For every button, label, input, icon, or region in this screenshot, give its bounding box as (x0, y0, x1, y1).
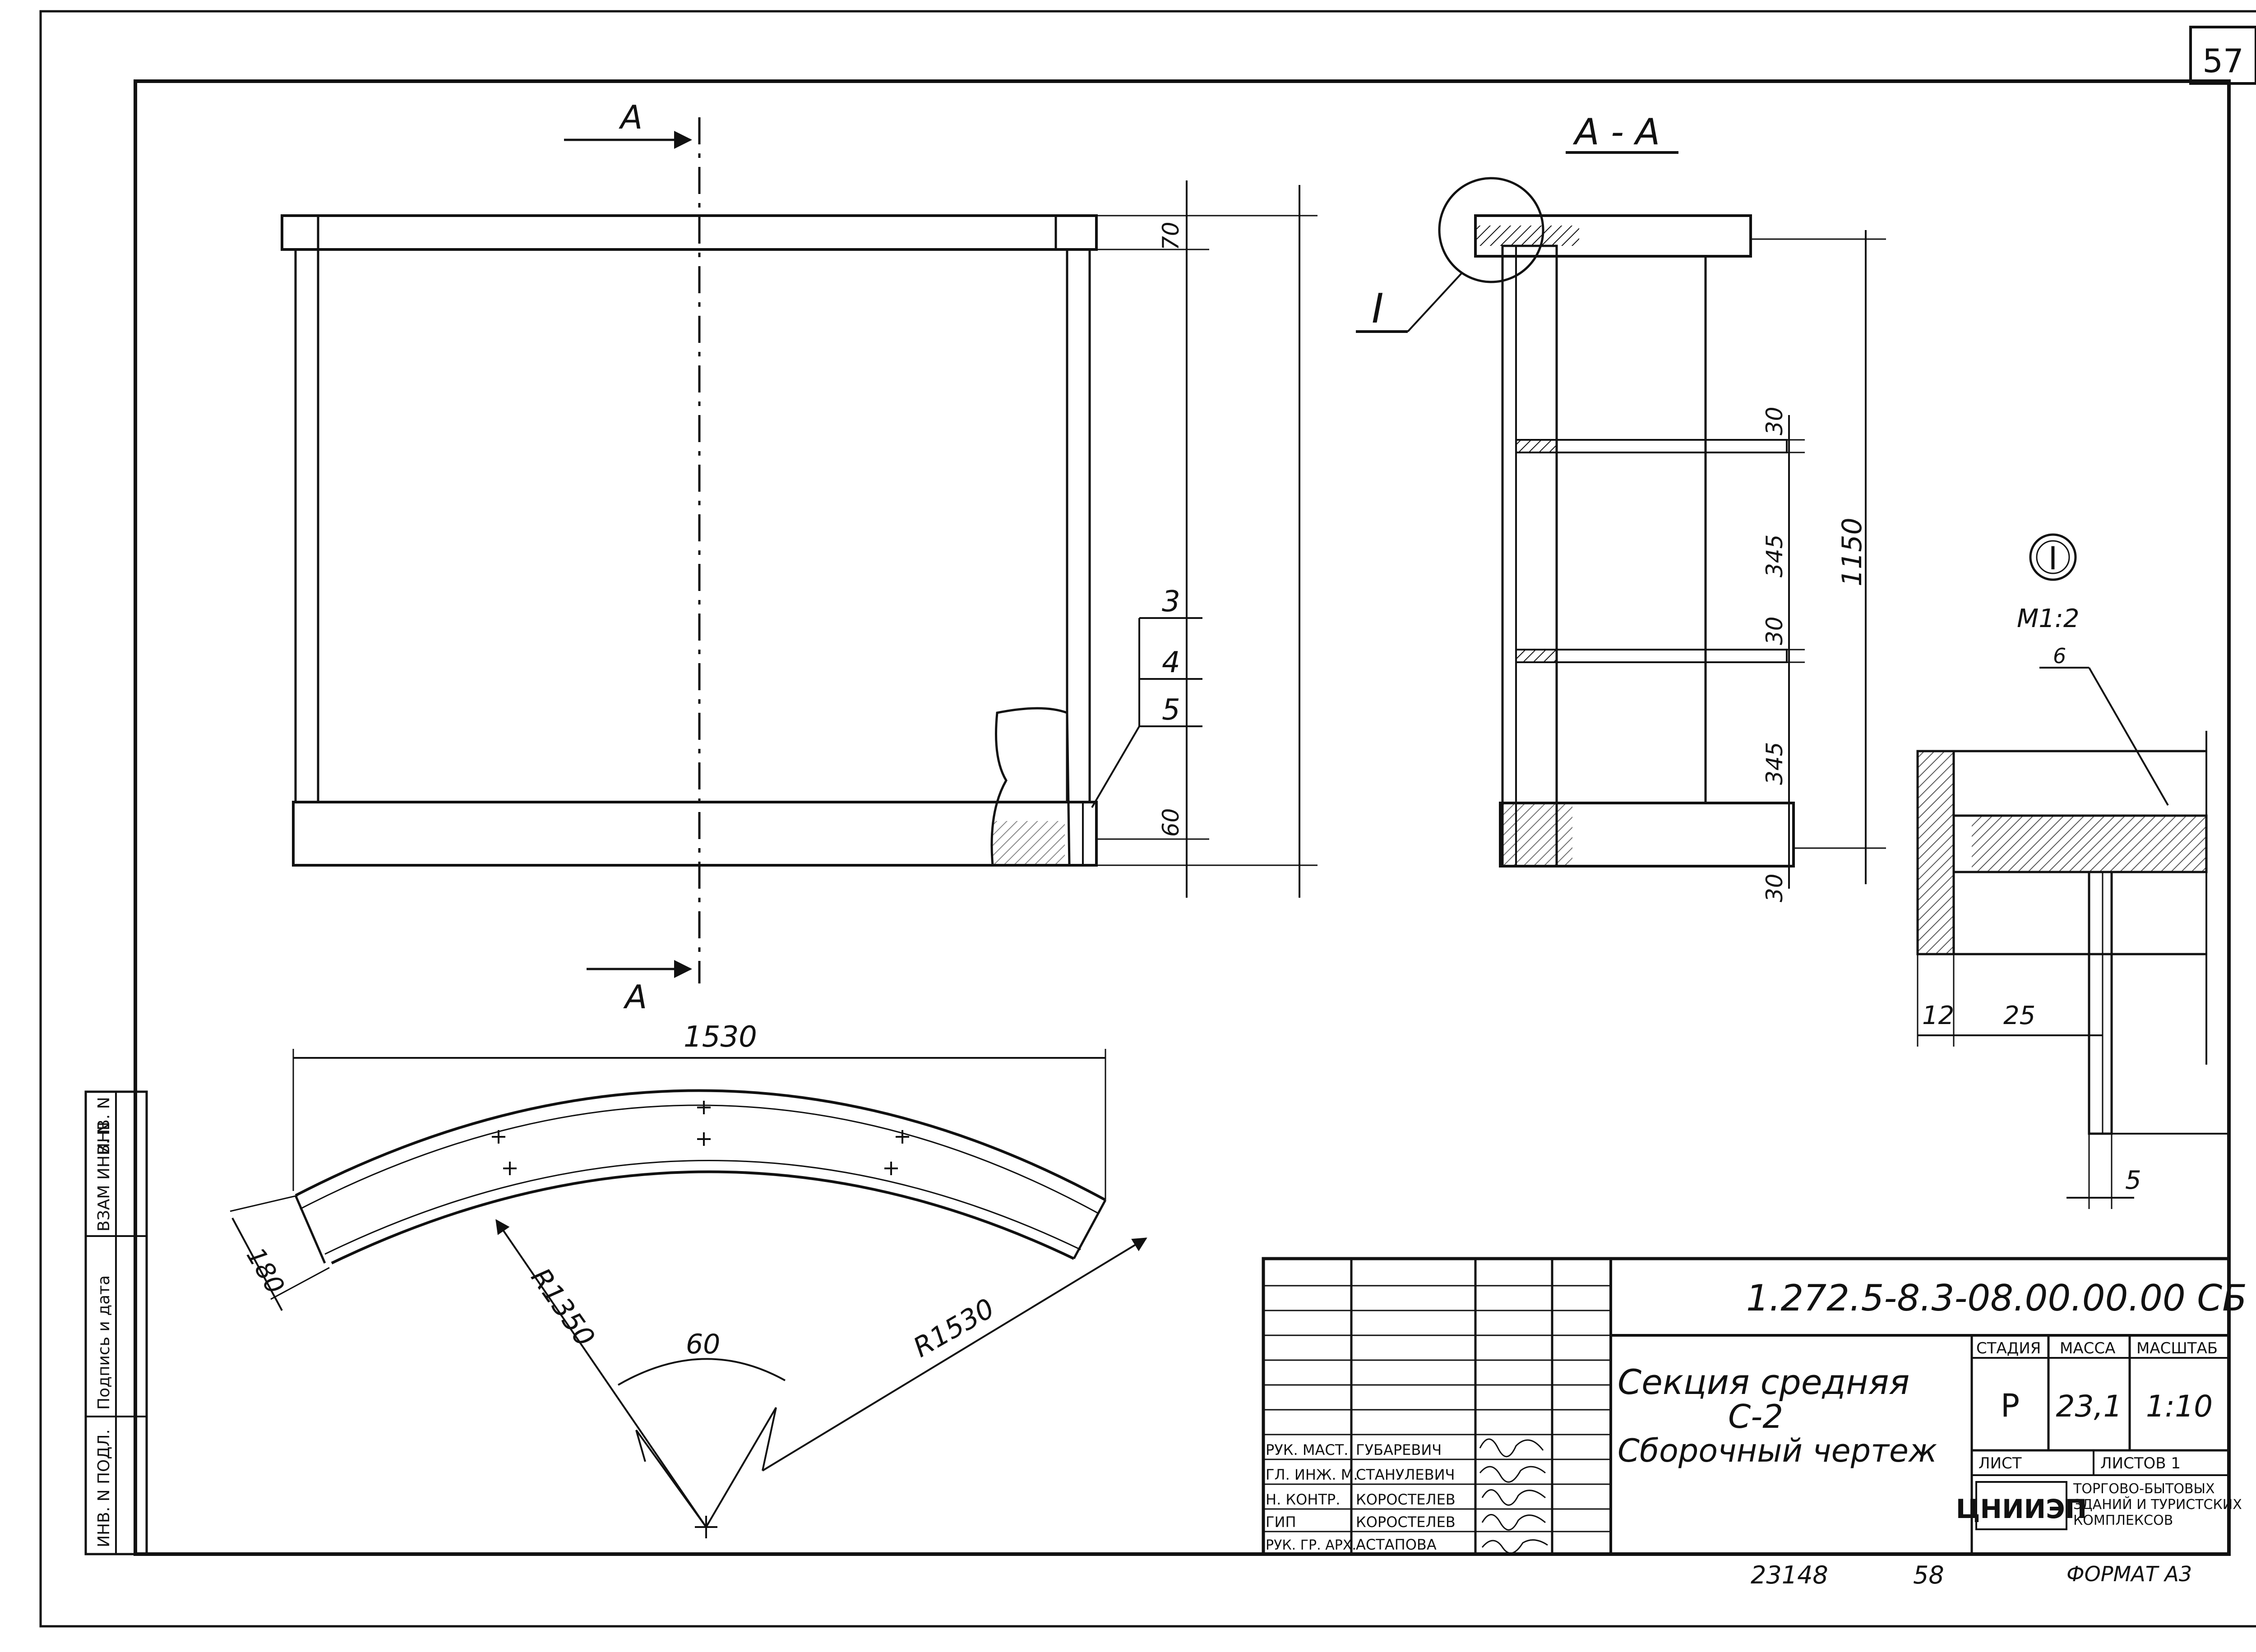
side-stamp-cell: ИНВ. N (95, 1097, 113, 1155)
side-stamp-cell: ВЗАМ ИНВ. N (95, 1122, 113, 1232)
dim-345-b: 345 (1761, 742, 1788, 785)
dim-30-b: 30 (1761, 616, 1788, 645)
leader-5: 5 (1162, 693, 1180, 727)
mass-header: МАССА (2060, 1339, 2115, 1357)
dim-345-a: 345 (1761, 535, 1788, 577)
front-view: A A 70 60 3 4 5 (281, 98, 1318, 1016)
document-code: 1.272.5-8.3-08.00.00.00 СБ (1746, 1277, 2247, 1319)
detail-view-marker: I (2048, 540, 2058, 577)
scale-value: 1:10 (2146, 1389, 2213, 1424)
leader-4: 4 (1162, 646, 1180, 679)
scale-header: МАСШТАБ (2136, 1339, 2218, 1357)
dim-30-a: 30 (1761, 406, 1788, 435)
staff-role: РУК. ГР. АРХ. (1266, 1537, 1356, 1553)
dim-1150: 1150 (1836, 517, 1868, 586)
side-stamp: ИНВ. N ПОДЛ. Подпись и дата ВЗАМ ИНВ. N … (84, 1090, 148, 1555)
side-stamp-cell: Подпись и дата (95, 1275, 113, 1410)
bottom-number: 58 (1913, 1561, 1944, 1589)
staff-role: ГИП (1266, 1514, 1296, 1531)
plan-dim-1530: 1530 (684, 1020, 757, 1054)
org-name-line: ТОРГОВО-БЫТОВЫХ (2073, 1481, 2215, 1497)
title-line1: Секция средняя (1618, 1362, 1909, 1402)
leader-3: 3 (1162, 585, 1180, 618)
dim-bottom-60: 60 (1158, 808, 1184, 837)
angle-60: 60 (686, 1329, 720, 1360)
staff-name: ГУБАРЕВИЧ (1356, 1441, 1442, 1458)
dim-top-70: 70 (1158, 221, 1184, 250)
staff-name: АСТАПОВА (1356, 1536, 1437, 1553)
format-label: ФОРМАТ А3 (2066, 1562, 2192, 1586)
plan-view: 1530 180 R1350 R1530 60 (230, 1020, 1147, 1538)
outer-radius: R1530 (908, 1292, 1000, 1364)
cut-label-top: A (619, 98, 643, 136)
stage-header: СТАДИЯ (1976, 1339, 2041, 1357)
title-line2: С-2 (1728, 1398, 1783, 1435)
cut-label-bottom: A (623, 978, 647, 1016)
dim-30-c: 30 (1761, 873, 1788, 902)
mass-value: 23,1 (2056, 1389, 2122, 1424)
side-stamp-cell: ИНВ. N ПОДЛ. (95, 1429, 113, 1547)
sheets-label: ЛИСТОВ 1 (2100, 1454, 2181, 1472)
staff-name: КОРОСТЕЛЕВ (1356, 1491, 1456, 1508)
sheet-label: ЛИСТ (1979, 1454, 2022, 1472)
section-title: А - А (1572, 111, 1660, 153)
stage-value: Р (2001, 1387, 2020, 1424)
staff-role: Н. КОНТР. (1266, 1491, 1340, 1508)
page-number: 57 (2202, 42, 2244, 80)
detail-view: I М1:2 6 12 25 5 (1916, 533, 2229, 1209)
section-view: А - А I 1150 30 345 30 345 (1356, 111, 1886, 902)
archive-number: 23148 (1751, 1561, 1828, 1589)
detail-dim-12: 12 (1922, 1001, 1954, 1030)
inner-radius: R1350 (525, 1262, 601, 1352)
detail-marker: I (1372, 285, 1384, 332)
org-logo: ЦНИИЭП (1956, 1494, 2087, 1524)
title-line3: Сборочный чертеж (1618, 1432, 1937, 1469)
detail-dim-25: 25 (2003, 1001, 2035, 1030)
sheet-frame (39, 10, 2256, 1628)
staff-name: КОРОСТЕЛЕВ (1356, 1514, 1456, 1531)
detail-leader-6: 6 (2053, 644, 2066, 668)
page-number-box: 57 (2189, 26, 2256, 85)
org-name-line: КОМПЛЕКСОВ (2073, 1513, 2173, 1528)
title-block: РУК. МАСТ. ГУБАРЕВИЧ ГЛ. ИНЖ. М. СТАНУЛЕ… (1262, 1257, 2247, 1556)
org-name-line: ЗДАНИЙ И ТУРИСТСКИХ (2073, 1496, 2242, 1513)
staff-name: СТАНУЛЕВИЧ (1356, 1466, 1455, 1483)
detail-scale: М1:2 (2017, 604, 2079, 633)
staff-role: ГЛ. ИНЖ. М. (1266, 1466, 1358, 1483)
staff-role: РУК. МАСТ. (1266, 1441, 1348, 1458)
detail-dim-5: 5 (2125, 1166, 2141, 1195)
plan-dim-180: 180 (240, 1243, 290, 1299)
signatures (1479, 1438, 1548, 1554)
screw-marks (492, 1101, 909, 1175)
